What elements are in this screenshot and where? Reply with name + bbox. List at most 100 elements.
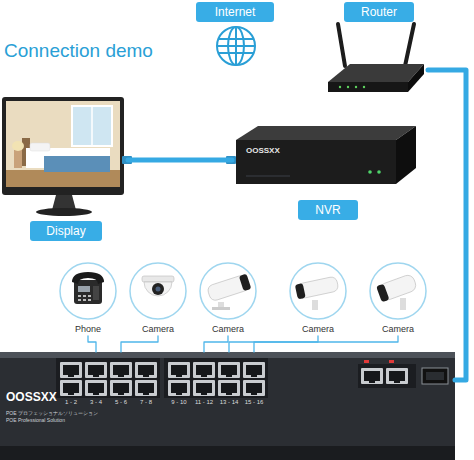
rj45-port bbox=[60, 362, 82, 378]
bullet-camera-icon bbox=[212, 307, 230, 310]
phone-icon bbox=[88, 299, 91, 301]
device-circle bbox=[60, 263, 116, 319]
router-device bbox=[347, 86, 349, 88]
port-number: 13 - 14 bbox=[213, 399, 245, 406]
router-device bbox=[328, 64, 424, 82]
nvr-device bbox=[368, 170, 372, 174]
diagram-title: Connection demo bbox=[4, 40, 153, 62]
poe-switch-body bbox=[0, 352, 455, 358]
uplink-led bbox=[364, 360, 369, 363]
sfp-port bbox=[422, 368, 448, 384]
globe-icon bbox=[217, 27, 255, 65]
bullet-camera-icon bbox=[239, 274, 252, 292]
router-device bbox=[355, 86, 357, 88]
phone-icon bbox=[93, 286, 99, 300]
device-circle bbox=[130, 263, 186, 319]
globe-icon bbox=[217, 45, 255, 47]
uplink-led bbox=[364, 360, 394, 363]
rj45-port bbox=[85, 380, 107, 396]
device-node: Camera bbox=[287, 262, 349, 336]
router-device bbox=[338, 24, 345, 66]
phone-icon bbox=[72, 272, 104, 284]
nvr-device bbox=[236, 140, 396, 184]
bullet-camera-icon bbox=[295, 276, 339, 310]
device-node: Camera bbox=[367, 262, 429, 336]
rj45-port bbox=[110, 380, 132, 396]
port-number: 1 - 2 bbox=[55, 399, 87, 406]
port-number: 3 - 4 bbox=[80, 399, 112, 406]
rj45-port bbox=[85, 362, 107, 378]
rj45-port bbox=[243, 362, 265, 378]
dome-camera-icon bbox=[152, 283, 164, 295]
rj45-port bbox=[135, 362, 157, 378]
rj45-port bbox=[168, 362, 190, 378]
rj45-port bbox=[218, 380, 240, 396]
nvr-device bbox=[246, 176, 290, 177]
port-number: 15 - 16 bbox=[238, 399, 270, 406]
rj45-port bbox=[193, 362, 215, 378]
bullet-camera-icon bbox=[400, 298, 406, 310]
globe-icon bbox=[219, 52, 253, 54]
rj45-port bbox=[60, 380, 82, 396]
rj45-port bbox=[386, 368, 408, 384]
connection-line bbox=[204, 336, 228, 352]
device-circle-fill bbox=[370, 263, 426, 319]
bullet-camera-icon bbox=[376, 284, 389, 303]
router-device bbox=[328, 82, 408, 92]
connection-line bbox=[88, 336, 96, 352]
monitor-device bbox=[2, 97, 124, 216]
nvr-device bbox=[236, 126, 416, 140]
bullet-camera-icon bbox=[295, 276, 339, 299]
port-number: 7 - 8 bbox=[130, 399, 162, 406]
router-device bbox=[363, 86, 365, 88]
monitor-device bbox=[14, 150, 22, 168]
device-label: Camera bbox=[367, 323, 429, 335]
phone-icon bbox=[78, 295, 91, 301]
subtitle-text: POE プロフェッショナルソリューション bbox=[6, 410, 98, 416]
phone-icon bbox=[78, 286, 90, 292]
device-circle-fill bbox=[200, 263, 256, 319]
phone-icon bbox=[72, 272, 104, 304]
router-device bbox=[408, 64, 424, 92]
device-circle-fill bbox=[60, 263, 426, 319]
dome-camera-icon bbox=[142, 276, 174, 296]
phone-icon bbox=[83, 295, 86, 297]
phone-icon bbox=[74, 280, 102, 304]
rj45-port bbox=[110, 362, 132, 378]
poe-switch-node: OOSSXXPOE プロフェッショナルソリューションPOE Profession… bbox=[0, 352, 455, 460]
phone-icon bbox=[78, 295, 81, 297]
uplink-led bbox=[389, 360, 394, 363]
device-label: Camera bbox=[127, 323, 189, 335]
device-node: Camera bbox=[127, 262, 189, 336]
poe-switch-body bbox=[0, 352, 455, 450]
video-cable bbox=[128, 158, 232, 163]
device-circle-fill bbox=[130, 263, 186, 319]
phone-icon bbox=[83, 299, 86, 301]
router-device bbox=[405, 24, 414, 66]
monitor-device bbox=[52, 195, 76, 210]
rj45-port bbox=[218, 362, 240, 378]
globe-icon bbox=[217, 27, 255, 65]
monitor-device bbox=[2, 97, 124, 195]
monitor-device bbox=[12, 141, 24, 151]
monitor-device bbox=[44, 156, 110, 172]
monitor-device bbox=[6, 101, 120, 187]
router-device bbox=[328, 24, 424, 92]
port-number: 5 - 6 bbox=[105, 399, 137, 406]
bullet-camera-icon bbox=[295, 283, 306, 299]
sfp-port bbox=[422, 368, 448, 384]
device-node: Camera bbox=[197, 262, 259, 336]
device-circle-fill bbox=[60, 263, 116, 319]
device-circle bbox=[370, 263, 426, 319]
bullet-camera-icon bbox=[312, 300, 318, 310]
rj45-port bbox=[135, 380, 157, 396]
connection-line bbox=[229, 336, 318, 352]
connection-line bbox=[254, 336, 398, 352]
router-node: Router bbox=[320, 2, 428, 102]
monitor-device bbox=[30, 143, 50, 151]
nvr-device bbox=[377, 170, 381, 174]
bullet-camera-icon bbox=[376, 273, 418, 302]
brand-text: OOSSXX bbox=[246, 146, 280, 156]
phone-icon bbox=[78, 299, 81, 301]
